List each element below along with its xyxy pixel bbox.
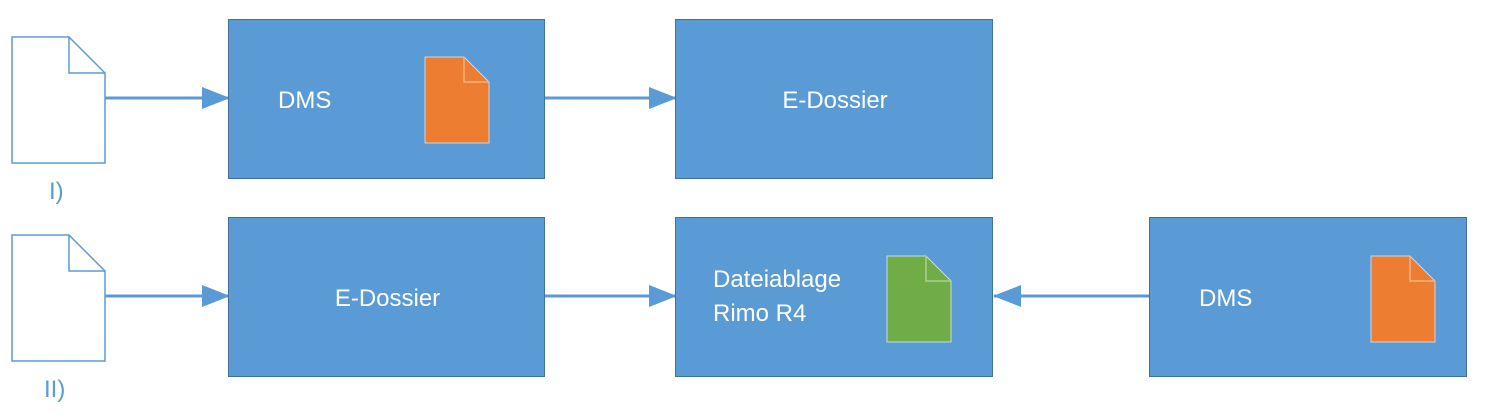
blank-document-icon bbox=[11, 234, 106, 362]
edossier-box-label: E-Dossier bbox=[782, 87, 888, 114]
edossier-box-label: E-Dossier bbox=[334, 285, 441, 312]
row-label-2: II) bbox=[44, 376, 66, 403]
edossier-box-row1: E-Dossier bbox=[675, 19, 993, 179]
row-label-1: I) bbox=[49, 178, 64, 205]
dms-box-label: DMS bbox=[1199, 285, 1253, 312]
dms-box-row1: DMS bbox=[228, 19, 545, 179]
dms-box-label: DMS bbox=[278, 87, 332, 114]
dateiablage-box: Dateiablage Rimo R4 bbox=[675, 217, 993, 377]
dateiablage-box-label-line2: Rimo R4 bbox=[713, 300, 807, 327]
dateiablage-box-label-line1: Dateiablage bbox=[713, 266, 842, 293]
dms-box-row2: DMS bbox=[1149, 217, 1467, 377]
green-document-icon bbox=[886, 255, 952, 343]
edossier-box-row2: E-Dossier bbox=[228, 217, 545, 377]
blank-document-icon bbox=[11, 36, 106, 164]
orange-document-icon bbox=[424, 56, 490, 144]
orange-document-icon bbox=[1370, 255, 1436, 343]
